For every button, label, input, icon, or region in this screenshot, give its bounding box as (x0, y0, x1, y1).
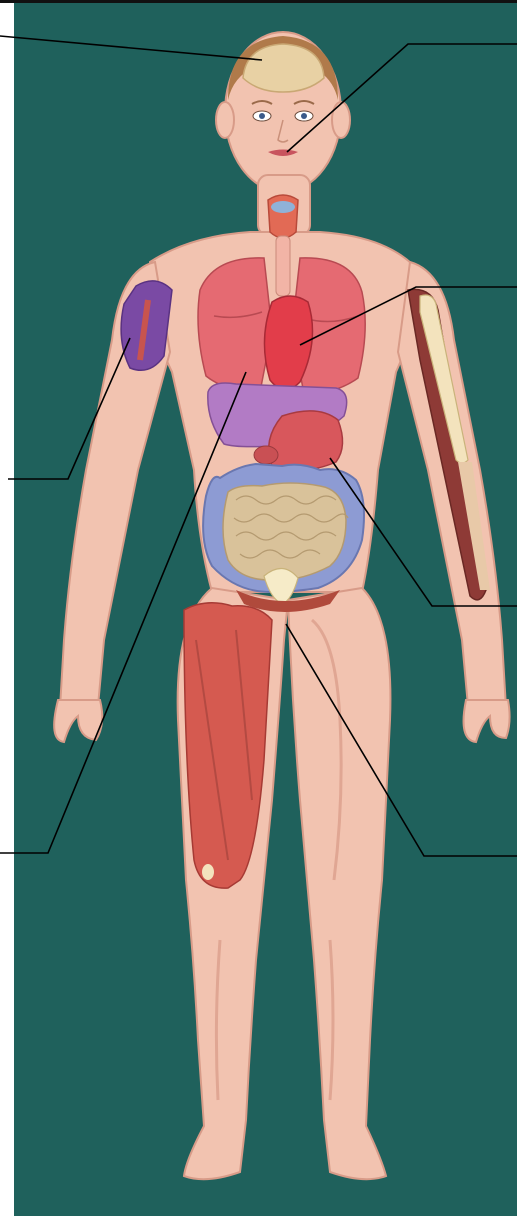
lung-left (198, 258, 272, 392)
trachea (276, 236, 290, 296)
pancreas (254, 446, 278, 464)
kneecap (202, 864, 214, 880)
larynx (271, 201, 295, 213)
